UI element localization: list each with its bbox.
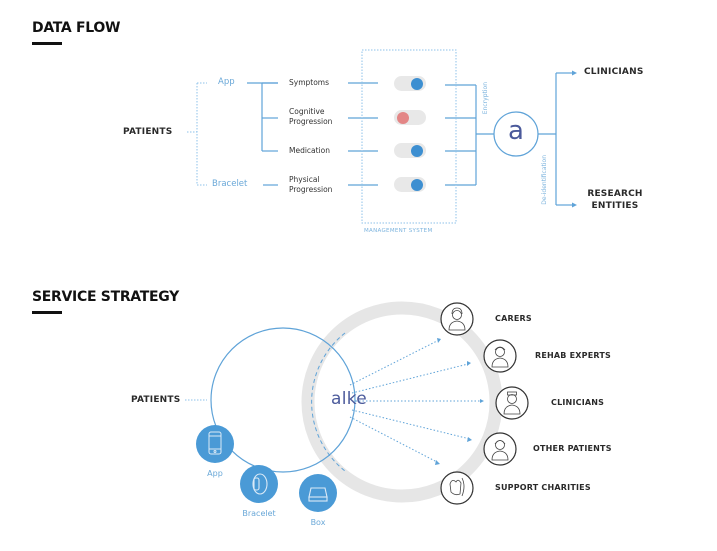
- arrow-to-rehab: [351, 363, 469, 394]
- service-strategy-title: SERVICE STRATEGY: [32, 289, 179, 305]
- management-system-label: MANAGEMENT SYSTEM: [364, 228, 433, 234]
- arrowhead-other-patients: [467, 437, 472, 442]
- hub-logo: a: [508, 116, 524, 146]
- data-flow-title: DATA FLOW: [32, 20, 121, 36]
- device-app: [196, 425, 234, 463]
- toggle-knob: [411, 178, 423, 191]
- management-system-box: [361, 49, 457, 224]
- service-strategy-title-underline: [32, 311, 62, 314]
- stakeholder-other-patients: OTHER PATIENTS: [533, 444, 612, 453]
- app-device-circle: [196, 425, 234, 463]
- smartphone-icon: [208, 431, 222, 455]
- hub-circle: [493, 111, 539, 157]
- df-destination-clinicians: CLINICIANS: [584, 67, 644, 77]
- ss-device-box-label: Box: [310, 518, 326, 527]
- toggle-symptoms[interactable]: [394, 76, 426, 91]
- research-arrowhead: [572, 202, 577, 208]
- ss-device-app-label: App: [207, 469, 223, 478]
- stakeholder-clinicians: CLINICIANS: [551, 398, 605, 407]
- box-device-circle: [299, 474, 337, 512]
- toggle-medication[interactable]: [394, 143, 426, 158]
- arrow-to-charities: [349, 416, 438, 463]
- patient-icon: [491, 440, 509, 461]
- arrowhead-carers: [437, 338, 441, 343]
- carer-icon: [448, 307, 466, 331]
- alke-brand: alke: [331, 389, 368, 409]
- df-patients-label: PATIENTS: [123, 127, 173, 137]
- arrowhead-rehab: [467, 361, 471, 366]
- df-device-bracelet: Bracelet: [212, 179, 248, 189]
- ss-patients-label: PATIENTS: [131, 395, 181, 405]
- data-flow-title-underline: [32, 42, 62, 45]
- df-device-app: App: [218, 77, 235, 87]
- clinicians-arrowhead: [572, 70, 577, 76]
- charity-hands-icon: [449, 477, 465, 497]
- toggle-cognitive[interactable]: [394, 110, 426, 125]
- data-item-medication: Medication: [289, 146, 331, 155]
- device-box: [299, 474, 337, 512]
- arrowhead-clinicians: [480, 399, 484, 403]
- df-destination-research: RESEARCH ENTITIES: [587, 189, 643, 211]
- arrow-to-carers: [349, 340, 438, 386]
- stakeholder-rehab-experts: REHAB EXPERTS: [535, 351, 611, 360]
- clinician-icon: [503, 391, 521, 415]
- box-icon: [308, 487, 328, 502]
- data-item-cognitive: Cognitive Progression: [289, 107, 333, 126]
- stakeholder-carers: CARERS: [495, 314, 532, 323]
- toggle-knob: [397, 111, 409, 124]
- alke-overlap-arc: [311, 332, 346, 472]
- rehab-expert-icon: [491, 346, 509, 368]
- arrowhead-charities: [435, 460, 440, 465]
- toggle-knob: [411, 144, 423, 157]
- charities-circle: [440, 471, 474, 505]
- arrow-to-other-patients: [351, 409, 471, 440]
- patients-bracket: [187, 82, 207, 186]
- ss-device-bracelet-label: Bracelet: [242, 509, 276, 518]
- data-item-physical: Physical Progression: [289, 175, 333, 194]
- toggle-knob: [411, 77, 423, 90]
- stakeholder-support-charities: SUPPORT CHARITIES: [495, 483, 591, 492]
- patients-circle: [210, 327, 356, 473]
- bracelet-icon: [252, 473, 268, 495]
- data-item-symptoms: Symptoms: [289, 78, 330, 87]
- device-bracelet: [240, 465, 278, 503]
- toggle-physical[interactable]: [394, 177, 426, 192]
